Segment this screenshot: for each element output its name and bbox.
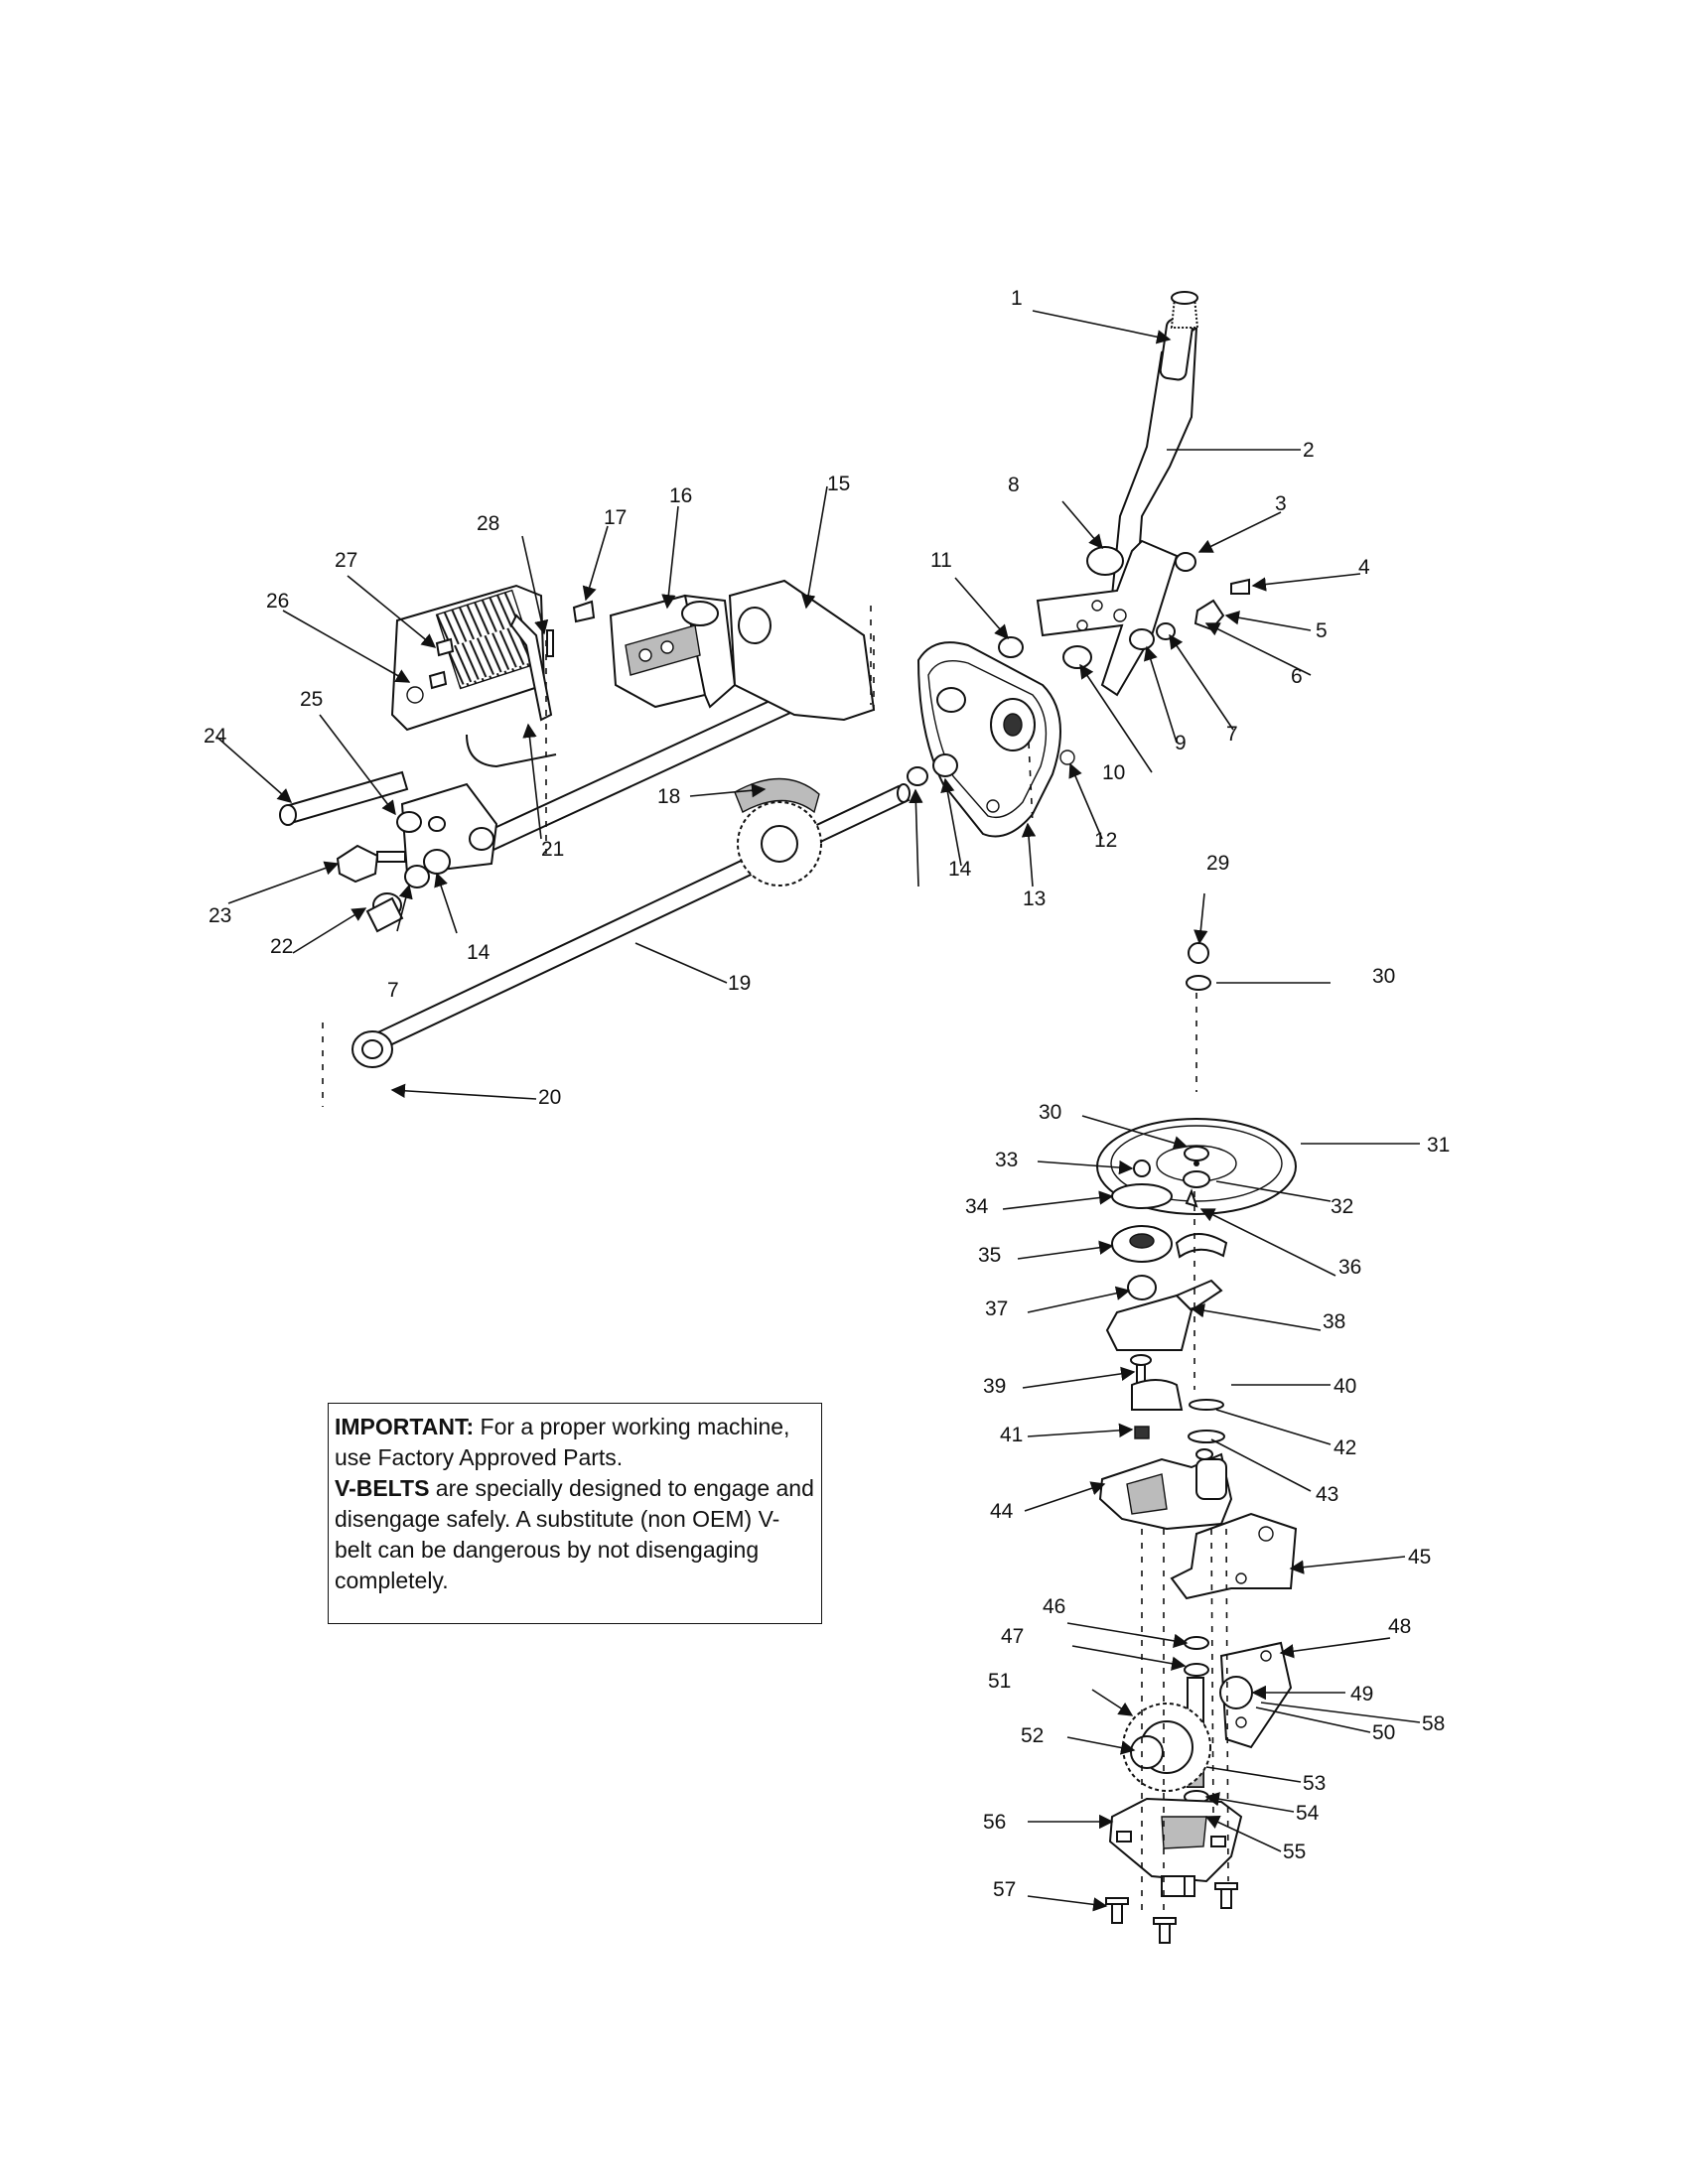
axle-bearing: [351, 1030, 393, 1068]
axle-pin: [279, 770, 409, 826]
callout-label: 54: [1296, 1802, 1320, 1825]
callout-label: 39: [983, 1375, 1006, 1398]
callout-label: 30: [1039, 1101, 1061, 1124]
small-upper-parts: [336, 600, 958, 933]
callout-label: 21: [541, 838, 564, 861]
callout-label: 1: [1011, 287, 1023, 310]
callout-label: 45: [1408, 1546, 1431, 1569]
callout-label: 30: [1372, 965, 1395, 988]
callout-label: 9: [1175, 732, 1187, 754]
callout-label: 22: [270, 935, 293, 958]
leader-lines: [215, 310, 1421, 1912]
callout-label: 57: [993, 1878, 1016, 1901]
callout-label: 47: [1001, 1625, 1024, 1648]
callout-labels: 1 2 3 4 5 6 7 8 9 10 11 12 13 14 15 16 1…: [204, 287, 1450, 1901]
gear-case-cover: [916, 641, 1075, 838]
callout-label: 11: [930, 549, 952, 572]
callout-label: 26: [266, 590, 289, 613]
callout-label: 20: [538, 1086, 561, 1109]
idler-components: [1105, 1146, 1228, 1391]
worm-gear-housing-upper: [1098, 1379, 1233, 1531]
callout-label: 50: [1372, 1721, 1395, 1744]
callout-label: 51: [988, 1670, 1011, 1693]
callout-label: 55: [1283, 1841, 1306, 1863]
callout-label: 41: [1000, 1424, 1023, 1446]
shift-bracket: [998, 539, 1250, 697]
callout-label: 7: [1226, 723, 1238, 746]
callout-label: 49: [1350, 1683, 1373, 1706]
callout-label: 16: [669, 484, 692, 507]
callout-label: 7: [387, 979, 399, 1002]
callout-label: 53: [1303, 1772, 1326, 1795]
important-label: IMPORTANT:: [335, 1414, 475, 1439]
callout-label: 58: [1422, 1712, 1445, 1735]
callout-label: 29: [1206, 852, 1229, 875]
important-text: For a proper working machine, use Factor…: [335, 1414, 790, 1470]
callout-label: 25: [300, 688, 323, 711]
worm-shaft-and-gear: [1122, 1636, 1253, 1824]
callout-label: 34: [965, 1195, 989, 1218]
callout-label: 40: [1333, 1375, 1356, 1398]
callout-label: 56: [983, 1811, 1006, 1834]
callout-label: 46: [1043, 1595, 1065, 1618]
shift-plate: [390, 584, 557, 768]
callout-label: 8: [1008, 474, 1020, 496]
callout-label: 19: [728, 972, 751, 995]
callout-label: 10: [1102, 761, 1125, 784]
callout-label: 52: [1021, 1724, 1044, 1747]
callout-label: 35: [978, 1244, 1001, 1267]
callout-label: 4: [1358, 556, 1370, 579]
drive-plate: [728, 579, 876, 722]
callout-label: 18: [657, 785, 680, 808]
callout-label: 37: [985, 1297, 1008, 1320]
callout-label: 13: [1023, 887, 1046, 910]
vbelts-label: V-BELTS: [335, 1475, 430, 1501]
callout-label: 3: [1275, 492, 1287, 515]
callout-label: 12: [1094, 829, 1117, 852]
callout-label: 44: [990, 1500, 1014, 1523]
callout-label: 27: [335, 549, 357, 572]
important-notice-box: IMPORTANT: For a proper working machine,…: [328, 1403, 822, 1624]
vbelts-text: are specially designed to engage and dis…: [335, 1475, 814, 1593]
gear-housing-lower: [1108, 1797, 1243, 1897]
callout-label: 17: [604, 506, 627, 529]
friction-wheel-housing: [609, 594, 737, 709]
callout-label: 36: [1338, 1256, 1361, 1279]
callout-label: 42: [1333, 1436, 1356, 1459]
callout-label: 31: [1427, 1134, 1450, 1157]
callout-label: 48: [1388, 1615, 1411, 1638]
callout-label: 14: [948, 858, 972, 881]
callout-label: 38: [1323, 1310, 1345, 1333]
callout-label: 33: [995, 1149, 1018, 1171]
callout-label: 32: [1331, 1195, 1353, 1218]
callout-label: 23: [209, 904, 231, 927]
callout-label: 2: [1303, 439, 1315, 462]
callout-label: 15: [827, 473, 850, 495]
callout-label: 43: [1316, 1483, 1338, 1506]
callout-label: 14: [467, 941, 491, 964]
callout-label: 6: [1291, 665, 1303, 688]
callout-label: 24: [204, 725, 227, 748]
lower-shift-plate: [400, 782, 498, 876]
callout-label: 5: [1316, 619, 1328, 642]
callout-label: 28: [477, 512, 499, 535]
